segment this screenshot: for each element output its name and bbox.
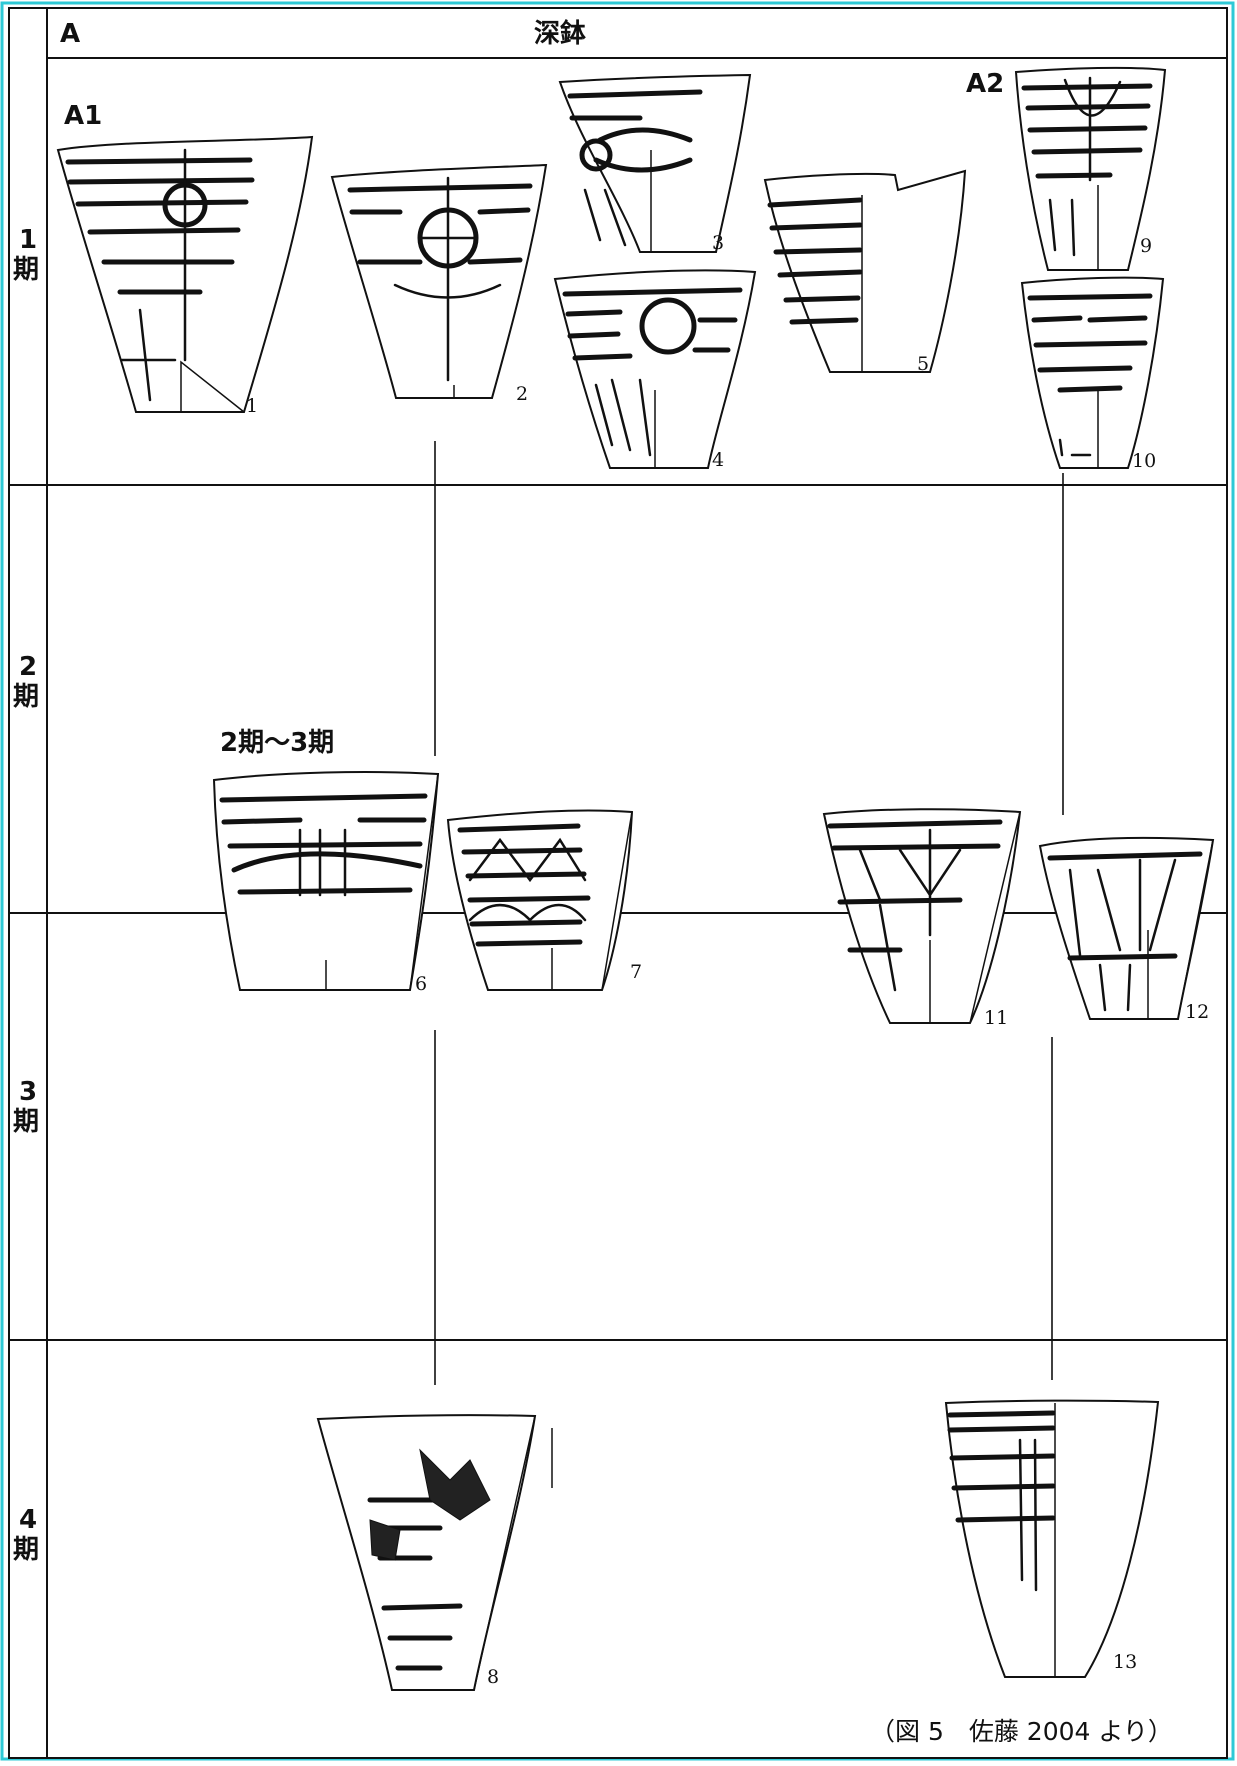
vessel-4: 4 — [555, 270, 755, 471]
vessel-3: 3 — [560, 75, 750, 254]
vessel-10: 10 — [1022, 278, 1163, 472]
vessel-number: 2 — [516, 383, 528, 405]
table-title: 深鉢 — [534, 18, 586, 49]
period-label-4: 4 期 — [13, 1505, 39, 1565]
group-label-a2: A2 — [966, 69, 1004, 99]
period-number: 1 — [19, 225, 37, 255]
vessel-1: 1 — [58, 137, 312, 417]
period-number: 3 — [19, 1077, 37, 1107]
period-label-1: 1 期 — [13, 225, 39, 285]
period-unit: 期 — [13, 682, 39, 712]
vessel-number: 7 — [630, 961, 642, 983]
vessel-6: 6 — [214, 772, 438, 995]
vessel-number: 13 — [1113, 1651, 1137, 1673]
period-number: 2 — [19, 652, 37, 682]
vessel-13: 13 — [946, 1401, 1158, 1677]
period-label-2: 2 期 — [13, 652, 39, 712]
vessel-number: 4 — [712, 449, 724, 471]
vessel-number: 5 — [917, 353, 929, 375]
vessel-number: 8 — [487, 1666, 499, 1688]
vessel-5: 5 — [765, 171, 965, 375]
column-label: A — [60, 19, 80, 49]
vessel-number: 10 — [1132, 450, 1156, 472]
group-label-transition: 2期～3期 — [220, 728, 334, 758]
group-label-a1: A1 — [64, 101, 102, 131]
period-unit: 期 — [13, 1535, 39, 1565]
vessel-number: 3 — [712, 232, 724, 254]
vessel-2: 2 — [332, 165, 546, 405]
vessel-number: 12 — [1185, 1001, 1209, 1023]
period-unit: 期 — [13, 1107, 39, 1137]
vessel-number: 6 — [415, 973, 427, 995]
vessel-12: 12 — [1040, 838, 1213, 1023]
vessel-9: 9 — [1016, 68, 1165, 270]
vessel-11: 11 — [824, 809, 1020, 1029]
vessel-8: 8 — [318, 1415, 552, 1690]
vessel-7: 7 — [448, 810, 642, 990]
figure-caption: （図 5 佐藤 2004 より） — [870, 1717, 1173, 1746]
vessel-number: 1 — [246, 395, 258, 417]
period-unit: 期 — [13, 255, 39, 285]
period-number: 4 — [19, 1505, 37, 1535]
period-label-3: 3 期 — [13, 1077, 39, 1137]
vessel-number: 9 — [1140, 235, 1152, 257]
vessel-number: 11 — [984, 1007, 1008, 1029]
